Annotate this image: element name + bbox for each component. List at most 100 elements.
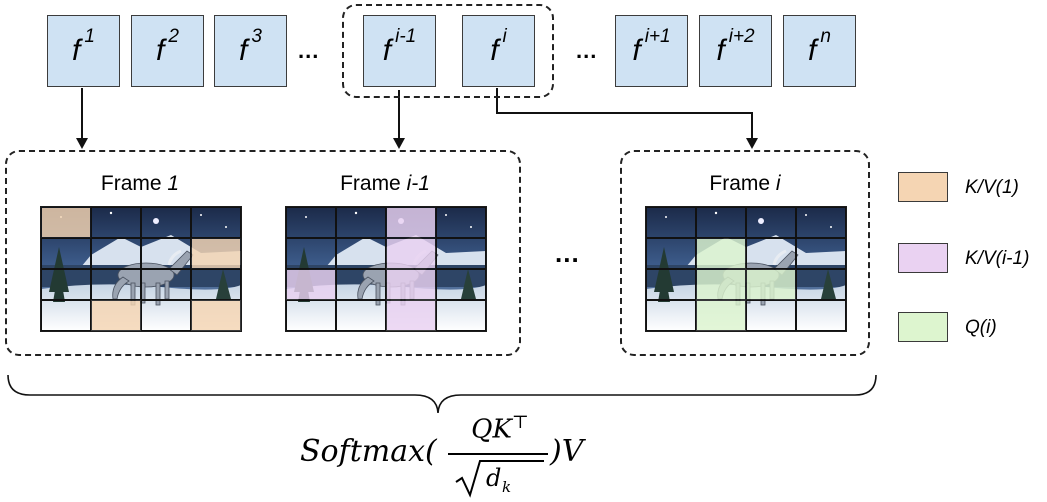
frame-prefix: Frame (100, 172, 168, 195)
frame-index: i (775, 172, 781, 195)
patch-cell (746, 269, 796, 300)
feature-sup: 3 (251, 26, 262, 47)
patch-cell (41, 207, 91, 238)
feature-sup: i+2 (728, 26, 755, 47)
patch-cell (191, 269, 241, 300)
formula-rhs: )V (550, 434, 584, 469)
frame-index: 1 (167, 172, 180, 195)
legend-label-kv1: K/V(1) (965, 177, 1019, 198)
patch-cell (436, 238, 486, 269)
formula-lhs: Softmax( (300, 434, 437, 469)
patch-cell (336, 238, 386, 269)
frame-image-i-1 (285, 206, 487, 332)
patch-cell (336, 207, 386, 238)
patch-cell (286, 269, 336, 300)
patch-cell (646, 238, 696, 269)
patch-cell (386, 269, 436, 300)
patch-cell (696, 269, 746, 300)
patch-cell (796, 300, 846, 331)
formula-k: k (502, 478, 512, 496)
feature-base: f (808, 34, 817, 67)
patch-cell (796, 207, 846, 238)
feature-base: f (716, 34, 725, 67)
legend-swatch-kvi-1 (898, 243, 948, 273)
feature-base: f (490, 34, 499, 67)
ellipsis-frames: ... (555, 238, 580, 268)
patch-cell (746, 300, 796, 331)
patch-cell (646, 269, 696, 300)
feature-base: f (239, 34, 248, 67)
formula-numerator: QK⊤ (450, 412, 550, 445)
patch-cell (286, 300, 336, 331)
attention-formula: Softmax( QK⊤ d k )V (300, 410, 620, 502)
patch-cell (436, 207, 486, 238)
frame-image-i (645, 206, 847, 332)
patch-cell (91, 269, 141, 300)
patch-cell (141, 238, 191, 269)
patch-cell (646, 300, 696, 331)
curly-brace (7, 374, 877, 414)
feature-sup: i+1 (644, 26, 671, 47)
feature-sup: 1 (84, 26, 95, 47)
sqrt-symbol (455, 460, 544, 498)
feature-sup: 2 (168, 26, 179, 47)
patch-cell (41, 269, 91, 300)
feature-sup: i-1 (395, 26, 417, 47)
frame-prefix: Frame (709, 172, 776, 195)
feature-base: f (156, 34, 165, 67)
current-window-dashed (342, 4, 554, 98)
patch-cell (91, 238, 141, 269)
patch-cell (41, 300, 91, 331)
formula-denominator: d k (452, 458, 547, 498)
arrow-fi-to-frame-i (496, 88, 753, 145)
patch-cell (696, 300, 746, 331)
ellipsis-top-left: ... (298, 38, 320, 63)
frame-index: i-1 (406, 172, 430, 195)
ellipsis-top-right: ... (576, 38, 598, 63)
frame-title-i-1: Frame i-1 (285, 172, 485, 196)
legend-label-kvi-1: K/V(i-1) (965, 248, 1030, 269)
patch-cell (696, 207, 746, 238)
patch-cell (386, 207, 436, 238)
legend-swatch-qi (898, 312, 948, 342)
current-frame-dashed (620, 150, 870, 356)
patch-cell (191, 207, 241, 238)
patch-cell (386, 238, 436, 269)
formula-qk: QK (471, 414, 512, 445)
patch-cell (436, 300, 486, 331)
frame-prefix: Frame (340, 172, 407, 195)
feature-sup: i (502, 26, 507, 47)
patch-cell (746, 238, 796, 269)
patch-cell (191, 300, 241, 331)
patch-cell (141, 207, 191, 238)
patch-cell (336, 300, 386, 331)
patch-cell (191, 238, 241, 269)
patch-cell (646, 207, 696, 238)
patch-cell (436, 269, 486, 300)
formula-transpose: ⊤ (511, 412, 529, 433)
patch-cell (91, 207, 141, 238)
frame-image-1 (40, 206, 242, 332)
formula-d: d (486, 464, 502, 492)
patch-cell (386, 300, 436, 331)
patch-cell (91, 300, 141, 331)
feature-base: f (72, 34, 81, 67)
patch-cell (141, 300, 191, 331)
legend-label-qi: Q(i) (965, 317, 997, 338)
feature-base: f (632, 34, 641, 67)
frame-title-i: Frame i (645, 172, 845, 196)
patch-cell (286, 238, 336, 269)
frame-title-1: Frame 1 (40, 172, 240, 196)
patch-cell (141, 269, 191, 300)
patch-cell (336, 269, 386, 300)
patch-cell (696, 238, 746, 269)
past-frames-dashed (5, 150, 521, 356)
